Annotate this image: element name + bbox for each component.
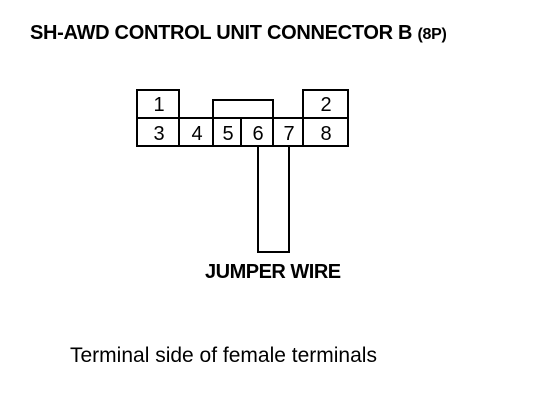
diagram-title: SH-AWD CONTROL UNIT CONNECTOR B (8P) bbox=[30, 22, 447, 45]
terminal-6-number: 6 bbox=[252, 123, 263, 145]
terminal-4-number: 4 bbox=[191, 123, 202, 145]
pin-count: (8P) bbox=[417, 26, 447, 43]
terminal-8-number: 8 bbox=[320, 123, 331, 145]
terminal-2-number: 2 bbox=[320, 94, 331, 116]
view-caption: Terminal side of female terminals bbox=[70, 344, 377, 367]
terminal-5-number: 5 bbox=[222, 123, 233, 145]
bottom-row bbox=[136, 117, 349, 147]
terminal-1-number: 1 bbox=[153, 94, 164, 116]
terminal-7-number: 7 bbox=[283, 123, 294, 145]
jumper-wire bbox=[257, 146, 290, 253]
terminal-3-number: 3 bbox=[153, 123, 164, 145]
connector-name: SH-AWD CONTROL UNIT CONNECTOR B bbox=[30, 22, 413, 44]
locking-tab bbox=[212, 99, 274, 118]
connector-outline bbox=[136, 89, 349, 253]
terminal-numbers: 1 2 3 4 5 6 7 8 bbox=[153, 94, 331, 145]
jumper-wire-label: JUMPER WIRE bbox=[205, 261, 341, 283]
